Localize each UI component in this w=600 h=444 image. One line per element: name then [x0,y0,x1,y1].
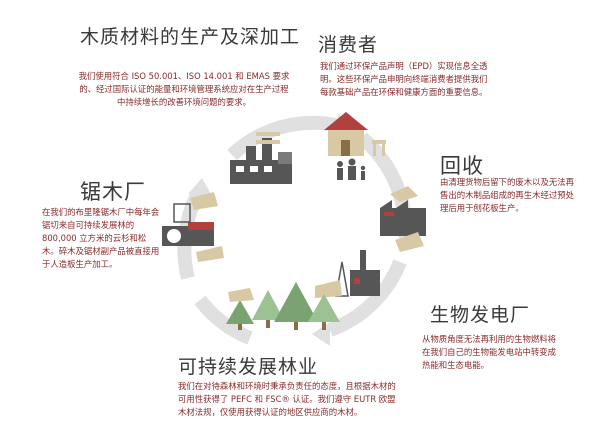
sawmill-title: 锯木厂 [80,180,146,204]
wood-processing-title: 木质材料的生产及深加工 [80,26,301,48]
biomass-desc: 从物质角度无法再利用的生物燃料将在我们自己的生物能发电站中转变成热能和生态电能。 [422,334,556,370]
furniture-icon [372,140,386,156]
power-plant-icon [315,250,380,298]
forest-icon [226,282,340,330]
ring-arc-bottom-right [327,259,407,337]
ring-arc-top [227,115,342,161]
wood-processing-desc: 我们使用符合 ISO 50.001、ISO 14.001 和 EMAS 要求的、… [78,71,290,107]
recycling-desc: 由清理货物后留下的废木以及无法再售出的木制品组成的再生木经过预处理后用于刨花板生… [440,177,574,213]
biomass-title: 生物发电厂 [430,304,531,326]
forestry-desc: 我们在对待森林和环境时秉承负责任的态度，且根据木材的可用性获得了 PEFC 和 … [178,381,396,417]
consumer-desc: 我们通过环保产品声明（EPD）实现信息全透明。这些环保产品申明向终端消费者提供我… [320,61,488,97]
forestry-desc-block: 我们在对待森林和环境时秉承负责任的态度，且根据木材的可用性获得了 PEFC 和 … [178,380,398,419]
biomass-title-block: 生物发电厂 [430,300,530,327]
ring-arc-bottom-left [194,295,253,345]
forestry-title-block: 可持续发展林业 [178,352,318,379]
recycling-title-block: 回收 [440,150,484,180]
arrowhead-left [188,178,212,196]
consumer-title: 消费者 [318,34,379,56]
sawmill-desc-block: 在我们的布里隆锯木厂中每年会锯切来自可持续发展林的 800,000 立方米的云杉… [42,206,160,271]
forestry-title: 可持续发展林业 [178,356,319,378]
factory-icon [230,132,292,184]
wood-processing-title-block: 木质材料的生产及深加工 [80,22,300,49]
arrowhead-bottom [312,322,330,346]
recycling-plant-icon [380,186,426,252]
sawmill-desc: 在我们的布里隆锯木厂中每年会锯切来自可持续发展林的 800,000 立方米的云杉… [42,207,160,269]
biomass-desc-block: 从物质角度无法再利用的生物燃料将在我们自己的生物能发电站中转变成热能和生态电能。 [422,333,562,372]
consumer-title-block: 消费者 [318,30,378,57]
sawmill-icon [162,192,224,262]
recycling-desc-block: 由清理货物后留下的废木以及无法再售出的木制品组成的再生木经过预处理后用于刨花板生… [440,176,575,215]
recycling-title: 回收 [440,154,484,178]
sawmill-title-block: 锯木厂 [80,176,146,206]
consumer-desc-block: 我们通过环保产品声明（EPD）实现信息全透明。这些环保产品申明向终端消费者提供我… [320,60,490,99]
wood-processing-desc-block: 我们使用符合 ISO 50.001、ISO 14.001 和 EMAS 要求的、… [78,70,290,109]
people-icon [337,158,366,180]
house-icon [324,112,368,156]
